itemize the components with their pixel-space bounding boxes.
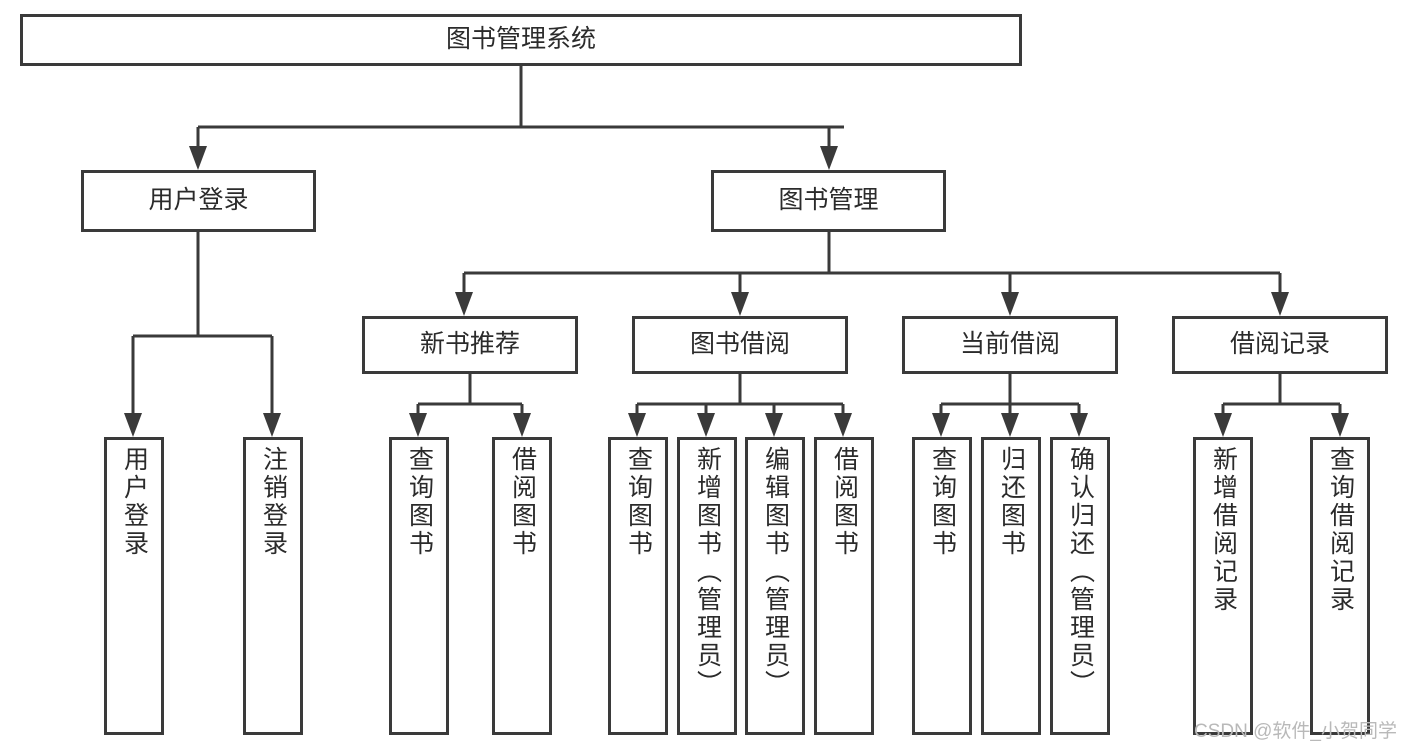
arrowhead-leaf2	[263, 413, 281, 437]
node-new-book-recommendation[interactable]: 新书推荐	[362, 316, 578, 374]
csdn-watermark: CSDN @软件_小贺同学	[1194, 721, 1397, 742]
arrowhead-newbook	[455, 292, 473, 316]
arrowhead-bookmgmt	[820, 146, 838, 170]
arrowhead-leaf10	[1001, 413, 1019, 437]
arrowhead-leaf4	[513, 413, 531, 437]
node-root-book-management-system[interactable]: 图书管理系统	[20, 14, 1022, 66]
leaf-edit-book-admin[interactable]: 编辑图书（管理员）	[745, 437, 805, 735]
leaf-borrow-books-newbook[interactable]: 借阅图书	[492, 437, 552, 735]
node-label: 查询图书	[624, 446, 653, 558]
node-label: 用户登录	[120, 446, 149, 558]
arrowhead-leaf8	[834, 413, 852, 437]
node-user-login[interactable]: 用户登录	[81, 170, 316, 232]
arrowhead-leaf1	[124, 413, 142, 437]
leaf-borrow-books[interactable]: 借阅图书	[814, 437, 874, 735]
leaf-logout[interactable]: 注销登录	[243, 437, 303, 735]
node-label: 新增图书（管理员）	[693, 446, 722, 698]
node-label: 图书管理	[778, 186, 879, 215]
leaf-confirm-return-admin[interactable]: 确认归还（管理员）	[1050, 437, 1110, 735]
leaf-user-login[interactable]: 用户登录	[104, 437, 164, 735]
arrowhead-leaf6	[697, 413, 715, 437]
node-label: 借阅记录	[1229, 330, 1330, 359]
arrowhead-leaf11	[1070, 413, 1088, 437]
node-label: 查询图书	[405, 446, 434, 558]
arrowhead-current	[1001, 292, 1019, 316]
arrowhead-leaf7	[765, 413, 783, 437]
node-label: 借阅图书	[508, 446, 537, 558]
node-book-management[interactable]: 图书管理	[711, 170, 946, 232]
node-borrow-records[interactable]: 借阅记录	[1172, 316, 1388, 374]
leaf-add-book-admin[interactable]: 新增图书（管理员）	[677, 437, 737, 735]
node-book-borrowing[interactable]: 图书借阅	[632, 316, 848, 374]
node-label: 图书借阅	[689, 330, 790, 359]
arrowhead-borrow	[731, 292, 749, 316]
leaf-query-books-borrow[interactable]: 查询图书	[608, 437, 668, 735]
node-label: 查询借阅记录	[1326, 446, 1355, 614]
arrowhead-login	[189, 146, 207, 170]
node-label: 注销登录	[259, 446, 288, 558]
arrowhead-leaf3	[409, 413, 427, 437]
node-label: 新增借阅记录	[1209, 446, 1238, 614]
node-label: 新书推荐	[419, 330, 520, 359]
node-label: 借阅图书	[830, 446, 859, 558]
node-label: 编辑图书（管理员）	[761, 446, 790, 698]
leaf-query-books-current[interactable]: 查询图书	[912, 437, 972, 735]
node-label: 当前借阅	[959, 330, 1060, 359]
node-label: 图书管理系统	[445, 25, 596, 54]
arrowhead-leaf12	[1214, 413, 1232, 437]
leaf-add-borrow-record[interactable]: 新增借阅记录	[1193, 437, 1253, 735]
node-label: 归还图书	[997, 446, 1026, 558]
leaf-query-books-newbook[interactable]: 查询图书	[389, 437, 449, 735]
node-label: 用户登录	[148, 186, 249, 215]
arrowhead-record	[1271, 292, 1289, 316]
arrowhead-leaf5	[628, 413, 646, 437]
node-label: 确认归还（管理员）	[1066, 446, 1095, 698]
node-current-borrowing[interactable]: 当前借阅	[902, 316, 1118, 374]
node-label: 查询图书	[928, 446, 957, 558]
leaf-query-borrow-record[interactable]: 查询借阅记录	[1310, 437, 1370, 735]
leaf-return-books[interactable]: 归还图书	[981, 437, 1041, 735]
arrowhead-leaf13	[1331, 413, 1349, 437]
arrowhead-leaf9	[932, 413, 950, 437]
